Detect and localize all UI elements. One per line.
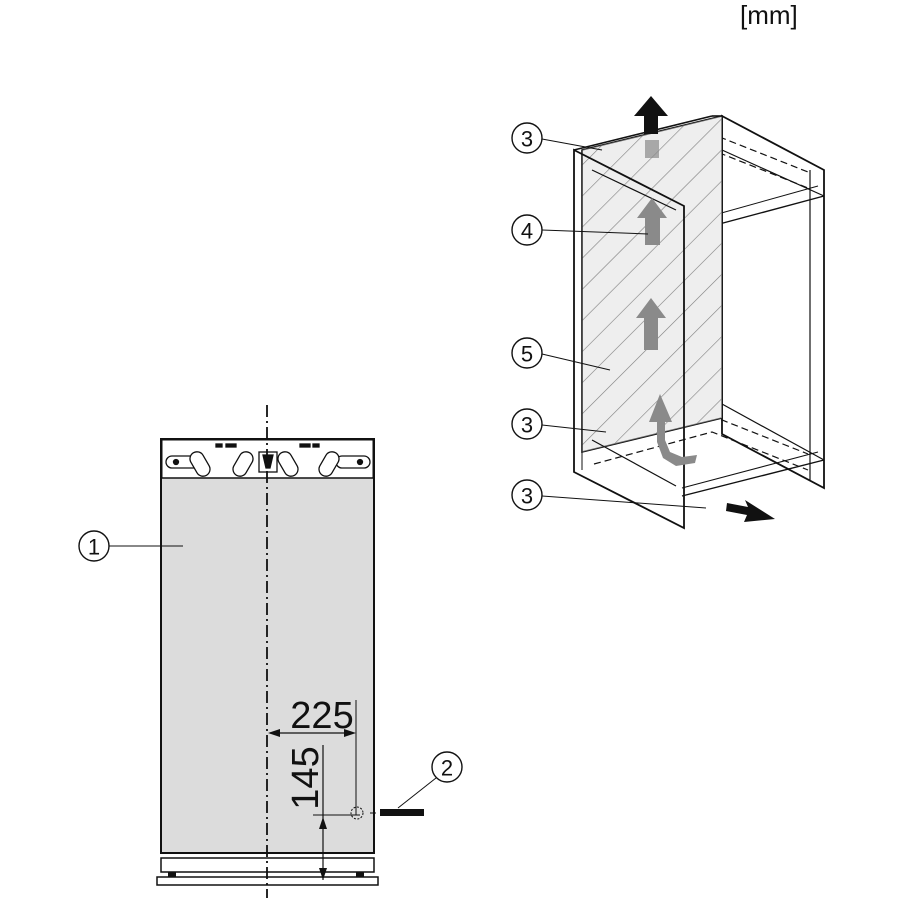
hatched-side-panel (581, 114, 723, 454)
dimension-225: 225 (268, 695, 357, 815)
svg-text:4: 4 (521, 219, 533, 244)
callout-3-top: 3 (511, 122, 603, 154)
svg-text:5: 5 (521, 342, 533, 367)
callout-2: 2 (397, 751, 463, 809)
svg-text:3: 3 (521, 484, 533, 509)
svg-text:3: 3 (521, 413, 533, 438)
power-cable (380, 809, 424, 816)
rail-brackets (165, 443, 371, 477)
airflow-arrow-lower-curve (649, 394, 697, 466)
intake-arrow (726, 500, 775, 522)
exhaust-arrow (634, 96, 668, 134)
callout-1: 1 (78, 530, 183, 562)
unit-label: [mm] (740, 0, 798, 30)
callout-3-bottom: 3 (511, 479, 707, 511)
svg-text:3: 3 (521, 127, 533, 152)
dimension-145: 145 (285, 745, 360, 880)
dimension-225-label: 225 (290, 695, 353, 737)
callout-5: 5 (511, 337, 611, 371)
airflow-arrows (636, 140, 697, 466)
front-view: 225 145 1 (78, 405, 463, 898)
dimension-145-label: 145 (285, 746, 327, 809)
callout-4: 4 (511, 214, 649, 246)
svg-text:1: 1 (88, 535, 100, 560)
airflow-arrow-top-faded (645, 140, 659, 158)
callout-3-middle: 3 (511, 408, 607, 440)
connection-point (350, 806, 424, 820)
airflow-arrow-mid (636, 298, 666, 350)
cabinet-view: 3 4 5 3 3 (511, 96, 825, 530)
airflow-arrow-upper (637, 198, 667, 245)
svg-text:2: 2 (441, 756, 453, 781)
cabinet-left-panel (573, 148, 685, 530)
